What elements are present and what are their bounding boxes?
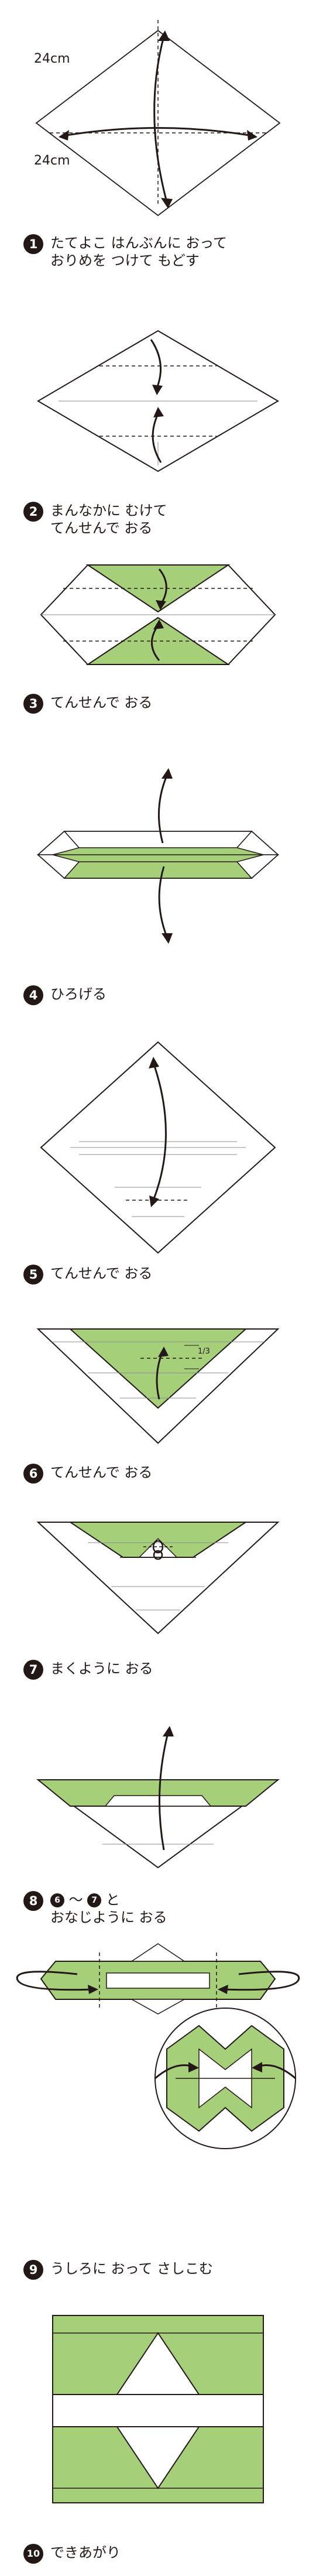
step-instruction: うしろに おって さしこむ	[50, 2260, 214, 2277]
step-number-badge: 9	[23, 2260, 43, 2280]
step-6-caption: 6 てんせんで おる	[23, 1464, 152, 1484]
step-instruction: てんせんで おる	[50, 694, 153, 711]
step-number-badge: 8	[23, 1891, 43, 1911]
step-instruction: 6 ～ 7 と おなじように おる	[50, 1891, 167, 1926]
square-paper-diagram	[35, 20, 281, 217]
strip-unfold-diagram	[37, 768, 279, 944]
step-instruction: できあがり	[50, 2544, 121, 2561]
step-instruction: まんなかに むけて てんせんで おる	[50, 502, 167, 536]
triangle-fold-diagram	[36, 1328, 280, 1444]
step-instruction: てんせんで おる	[50, 1464, 153, 1481]
diagram-6: 1/3	[0, 1311, 316, 1464]
diagram-1: 24cm 24cm	[0, 0, 316, 228]
step-number-badge: 7	[23, 1660, 43, 1680]
step-instruction: ひろげる	[50, 986, 107, 1002]
diagram-2	[0, 319, 316, 495]
roll-fold-diagram	[36, 1726, 280, 1869]
step-number-badge: 1	[23, 234, 43, 254]
diagram-8	[0, 1710, 316, 1873]
step-instruction: てんせんで おる	[50, 1265, 153, 1282]
reference-range-separator: ～	[68, 1892, 83, 1908]
square-fold-to-center-diagram	[37, 330, 279, 472]
step-number-badge: 10	[23, 2544, 43, 2564]
step-number-badge: 3	[23, 694, 43, 714]
step-10-caption: 10 できあがり	[23, 2544, 121, 2564]
diagram-5	[0, 1030, 316, 1259]
diagram-9	[0, 1926, 316, 2260]
hat-fold-diagram	[36, 1522, 280, 1635]
reference-step-from-badge: 6	[50, 1893, 64, 1907]
step-4-caption: 4 ひろげる	[23, 985, 107, 1005]
diagram-7	[0, 1510, 316, 1657]
dimension-label-top: 24cm	[34, 52, 70, 66]
step-2-caption: 2 まんなかに むけて てんせんで おる	[23, 502, 167, 537]
step-number-badge: 4	[23, 985, 43, 1005]
step-number-badge: 5	[23, 1265, 43, 1284]
step-instruction: たてよこ はんぶんに おって おりめを つけて もどす	[50, 235, 228, 269]
diagram-4	[0, 755, 316, 984]
reference-step-to-badge: 7	[87, 1893, 102, 1907]
fraction-label: 1/3	[198, 1347, 210, 1356]
finished-hat-diagram	[52, 2315, 264, 2503]
diagram-10	[0, 2301, 316, 2541]
step-1-caption: 1 たてよこ はんぶんに おって おりめを つけて もどす	[23, 234, 227, 269]
step-8-caption: 8 6 ～ 7 と おなじように おる	[23, 1891, 167, 1926]
step-instruction: まくように おる	[50, 1660, 153, 1677]
step-5-caption: 5 てんせんで おる	[23, 1265, 152, 1284]
hexagon-fold-diagram	[40, 564, 276, 665]
reference-suffix: と	[105, 1892, 120, 1908]
step-8-text: おなじように おる	[50, 1909, 167, 1926]
unfolded-square-diagram	[40, 1041, 276, 1254]
step-number-badge: 6	[23, 1464, 43, 1484]
back-fold-and-detail-diagram	[16, 1943, 300, 2149]
step-7-caption: 7 まくように おる	[23, 1660, 153, 1680]
diagram-3	[0, 556, 316, 691]
dimension-label-bottom: 24cm	[34, 153, 70, 168]
step-number-badge: 2	[23, 502, 43, 522]
step-9-caption: 9 うしろに おって さしこむ	[23, 2260, 213, 2280]
step-3-caption: 3 てんせんで おる	[23, 694, 152, 714]
